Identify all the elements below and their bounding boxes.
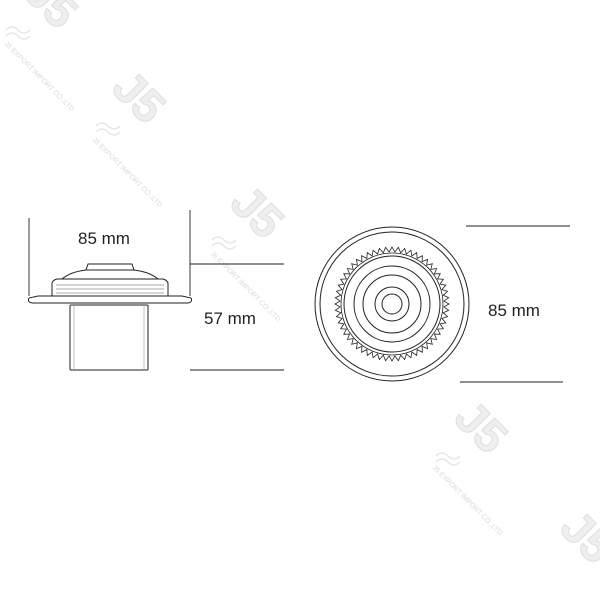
watermark-company-1: J5 EXPORT IMPORT CO.,LTD. xyxy=(3,40,77,114)
top-dimension-lines xyxy=(460,225,570,383)
side-view xyxy=(27,263,193,371)
top-collar-inner xyxy=(343,255,441,353)
watermark-logo: J5 xyxy=(220,175,294,249)
top-cap-ring xyxy=(353,265,431,343)
side-dimension-lines xyxy=(28,210,284,371)
watermark-logo: J5 xyxy=(102,60,176,134)
top-knurled-collar xyxy=(334,246,450,362)
side-cap xyxy=(60,269,160,280)
side-nozzle xyxy=(85,263,135,271)
side-pipe-body xyxy=(69,304,149,371)
side-collar-ribs xyxy=(56,284,164,294)
top-nozzle-hole xyxy=(381,293,403,315)
top-outer-rim xyxy=(314,226,470,382)
knurl-teeth xyxy=(334,246,450,362)
side-collar xyxy=(51,278,169,297)
top-flange-ring xyxy=(319,231,465,377)
svg-text:J5: J5 xyxy=(221,175,294,248)
top-cap-inner xyxy=(362,274,422,334)
side-height-label: 57 mm xyxy=(204,309,256,328)
top-diameter-label: 85 mm xyxy=(488,301,540,320)
knurl-base-ring xyxy=(340,252,444,356)
watermark-company-2: J5 EXPORT IMPORT CO.,LTD. xyxy=(91,136,165,210)
top-view xyxy=(314,226,470,382)
top-nozzle-outer xyxy=(374,286,410,322)
svg-text:J5: J5 xyxy=(445,390,518,463)
svg-text:J5: J5 xyxy=(103,60,176,133)
side-flange xyxy=(27,295,193,304)
watermark-wave-icon xyxy=(5,26,461,466)
watermark-company-4: J5 EXPORT IMPORT CO.,LTD. xyxy=(431,464,505,538)
svg-text:J5: J5 xyxy=(551,500,600,573)
side-width-label: 85 mm xyxy=(78,229,130,248)
watermark-logo: J5 xyxy=(550,500,600,574)
watermark-logo: J5 xyxy=(444,390,518,464)
